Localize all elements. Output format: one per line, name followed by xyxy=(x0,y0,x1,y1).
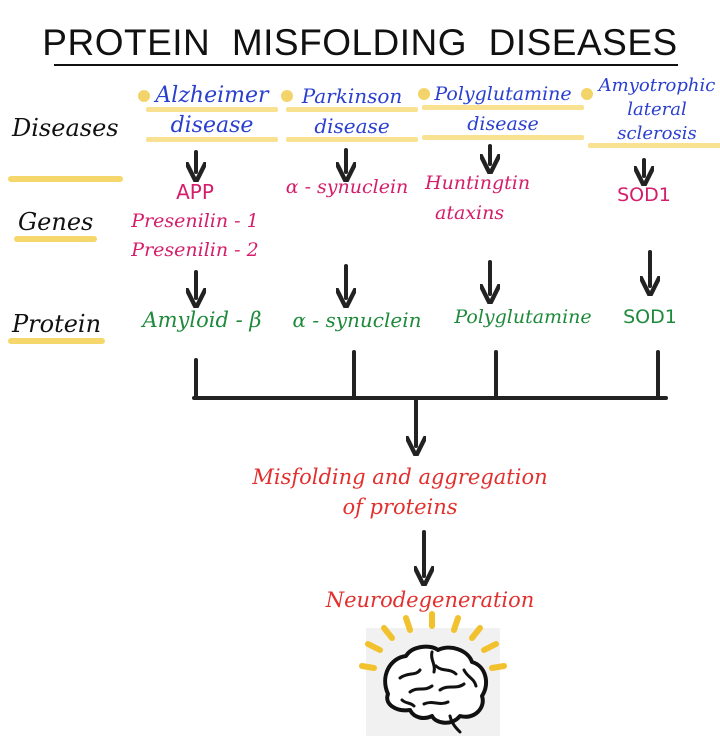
disease-parkinson-line1: Parkinson xyxy=(301,84,403,108)
gene-app: APP xyxy=(176,180,214,204)
disease-als-line1: Amyotrophic xyxy=(598,75,716,96)
outcome-misfolding-line2: of proteins xyxy=(342,495,458,519)
disease-alzheimer-highlight2 xyxy=(146,137,278,142)
gene-sod1: SOD1 xyxy=(617,184,671,206)
bullet-dot-2 xyxy=(281,90,293,102)
gene-presenilin-2: Presenilin - 2 xyxy=(131,239,259,261)
genes-alzheimer: APP Presenilin - 1 Presenilin - 2 xyxy=(110,178,280,265)
row-label-diseases-text: Diseases xyxy=(12,114,119,142)
genes-polyglutamine: Huntingtin ataxins xyxy=(425,168,555,228)
gene-ataxins: ataxins xyxy=(435,202,505,224)
row-label-diseases: Diseases xyxy=(8,114,123,182)
outcome-misfolding: Misfolding and aggregation of proteins xyxy=(200,462,600,522)
disease-polyglutamine-line2: disease xyxy=(467,113,539,135)
disease-polyglutamine-highlight1 xyxy=(422,105,584,110)
row-label-protein-text: Protein xyxy=(12,310,102,338)
protein-alpha-synuclein: α - synuclein xyxy=(292,308,422,332)
protein-polyglutamine: Polyglutamine xyxy=(454,306,592,328)
row-label-genes-highlight xyxy=(14,236,98,242)
disease-parkinson: Parkinson disease xyxy=(286,82,418,142)
outcome-neurodegeneration: Neurodegeneration xyxy=(325,588,535,612)
disease-alzheimer-line1: Alzheimer xyxy=(155,83,269,108)
disease-alzheimer-highlight1 xyxy=(146,107,278,112)
disease-alzheimer: Alzheimer disease xyxy=(146,82,278,142)
outcome-misfolding-line1: Misfolding and aggregation xyxy=(252,465,548,489)
gene-huntingtin: Huntingtin xyxy=(425,172,531,194)
row-label-protein: Protein xyxy=(8,310,106,344)
protein-sod1: SOD1 xyxy=(623,306,677,328)
disease-als-highlight xyxy=(588,143,720,148)
title-underline xyxy=(54,64,678,66)
protein-amyloid-beta: Amyloid - β xyxy=(142,308,262,332)
disease-als-line3: sclerosis xyxy=(617,123,697,144)
gene-presenilin-1: Presenilin - 1 xyxy=(131,210,259,232)
brain-icon xyxy=(359,611,507,734)
disease-als: Amyotrophic lateral sclerosis xyxy=(588,74,720,148)
disease-polyglutamine-highlight2 xyxy=(422,135,584,140)
bullet-dot-3 xyxy=(418,88,430,100)
disease-parkinson-highlight2 xyxy=(286,137,418,142)
row-label-protein-highlight xyxy=(8,338,106,344)
disease-parkinson-line2: disease xyxy=(314,114,390,138)
bullet-dot-1 xyxy=(138,90,150,102)
bullet-dot-4 xyxy=(581,88,593,100)
disease-als-line2: lateral xyxy=(627,99,687,120)
row-label-genes-text: Genes xyxy=(18,208,94,236)
disease-alzheimer-line2: disease xyxy=(170,113,254,138)
disease-parkinson-highlight1 xyxy=(286,107,418,112)
disease-polyglutamine-line1: Polyglutamine xyxy=(434,83,572,105)
row-label-diseases-highlight xyxy=(8,176,123,182)
disease-polyglutamine: Polyglutamine disease xyxy=(422,80,584,140)
gene-alpha-synuclein: α - synuclein xyxy=(285,176,409,198)
row-label-genes: Genes xyxy=(14,208,98,242)
page-title: PROTEIN MISFOLDING DISEASES xyxy=(42,22,678,63)
